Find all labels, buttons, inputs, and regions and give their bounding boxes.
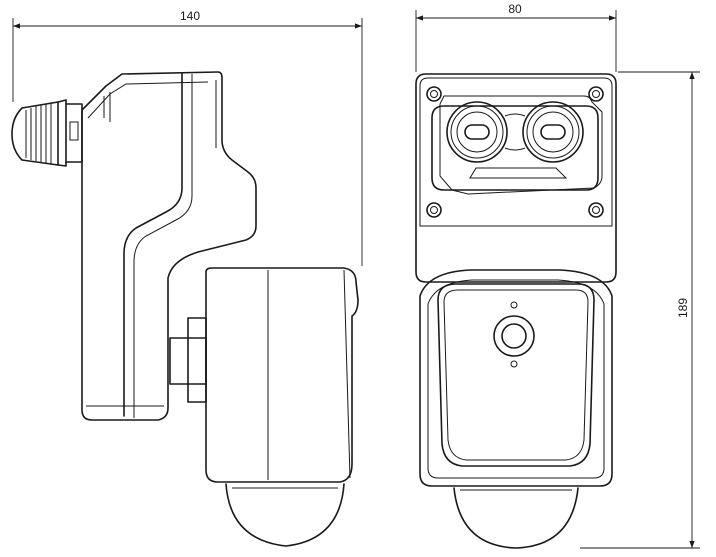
front-lamp-head bbox=[419, 269, 613, 487]
dimension-label-80: 80 bbox=[508, 2, 522, 16]
screw-icon bbox=[426, 202, 442, 218]
cable-entry-icon bbox=[446, 101, 508, 163]
screw-icon bbox=[588, 202, 604, 218]
side-view: 140 bbox=[11, 9, 363, 547]
screw-icon bbox=[588, 86, 604, 102]
side-lamp-head bbox=[205, 267, 359, 483]
cable-gland bbox=[11, 99, 83, 167]
front-mount-box bbox=[415, 73, 617, 283]
front-cable-entries bbox=[446, 101, 584, 163]
front-screws bbox=[426, 86, 604, 218]
side-housing bbox=[81, 71, 257, 421]
sensor-icon bbox=[493, 315, 535, 357]
cable-entry-icon bbox=[522, 101, 584, 163]
dimension-front-height: 189 bbox=[580, 71, 700, 549]
dimension-front-width: 80 bbox=[415, 2, 617, 72]
front-dome-sensor bbox=[453, 487, 579, 549]
side-dome-sensor bbox=[225, 483, 345, 547]
screw-icon bbox=[426, 86, 442, 102]
front-sensor bbox=[493, 301, 535, 368]
dimension-label-140: 140 bbox=[180, 9, 200, 23]
front-view: 80 189 bbox=[415, 2, 700, 549]
dimension-side-width: 140 bbox=[12, 9, 363, 266]
dimension-label-189: 189 bbox=[676, 298, 690, 318]
side-hinge bbox=[169, 317, 207, 403]
